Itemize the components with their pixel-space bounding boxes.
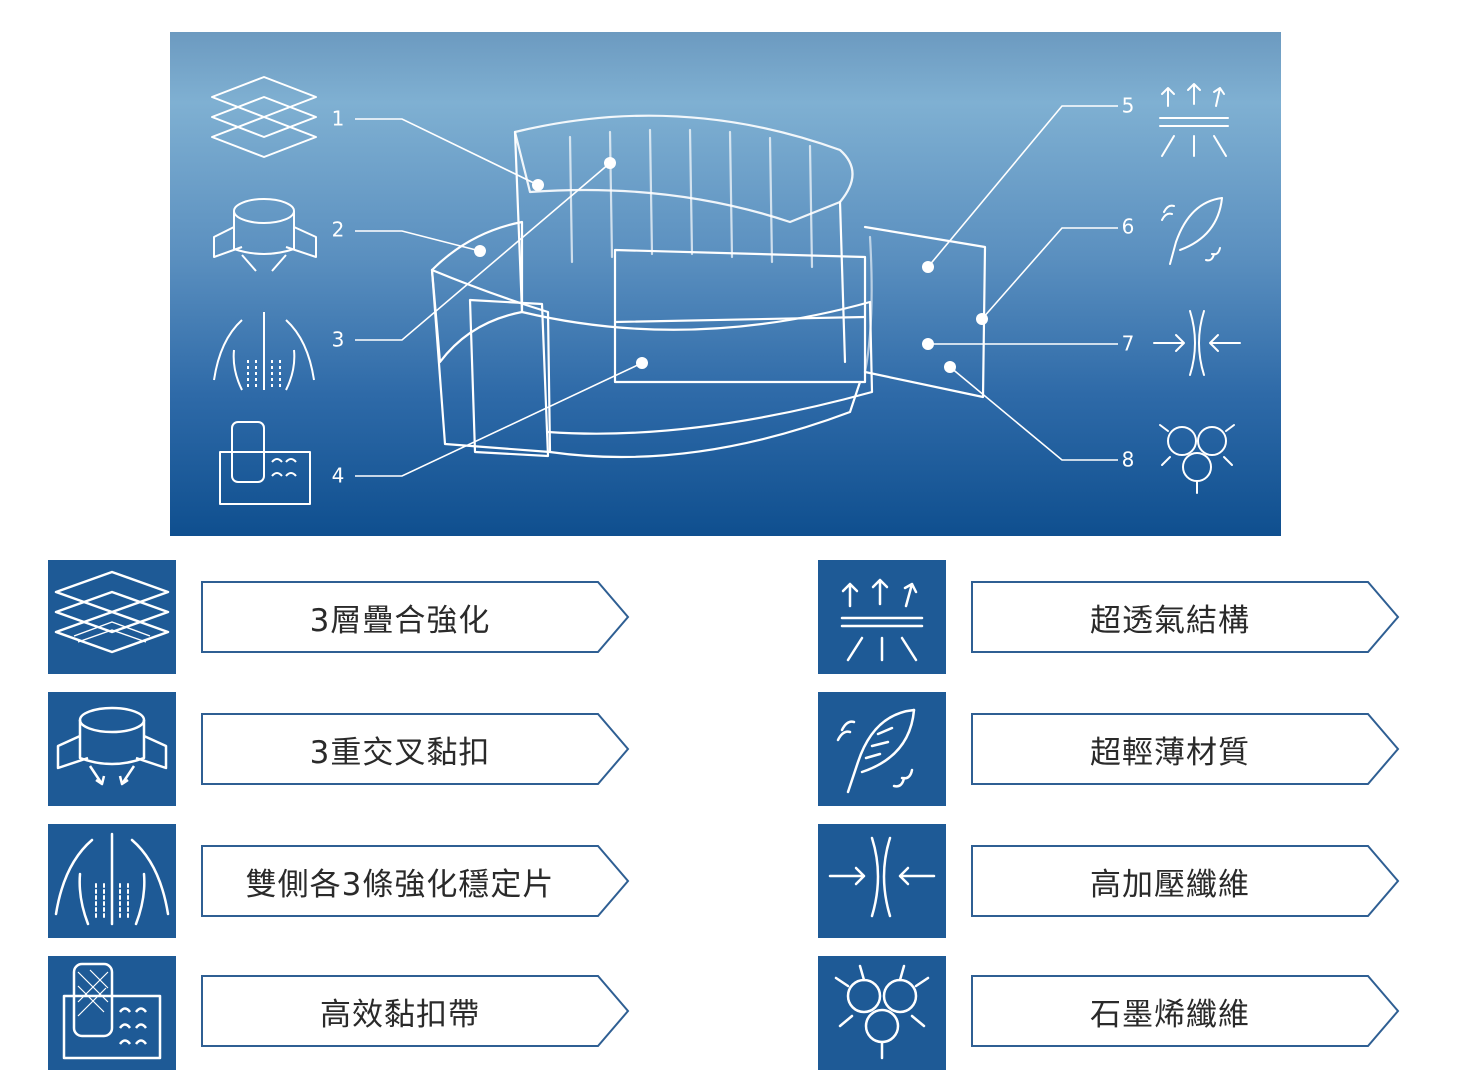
velcro-icon (48, 956, 176, 1070)
feature-text: 3層疊合強化 (309, 602, 491, 639)
feature-text: 高效黏扣帶 (320, 996, 480, 1033)
callout-number: 8 (1122, 448, 1135, 472)
breathable-icon (1159, 83, 1229, 157)
breathable-icon (818, 560, 946, 674)
feature-label-5: 超透氣結構 (970, 580, 1400, 654)
feature-label-8: 石墨烯纖維 (970, 974, 1400, 1048)
graphene-icon (818, 956, 946, 1070)
callout-number: 5 (1122, 94, 1135, 118)
callout-number: 1 (332, 107, 345, 131)
velcro-icon (219, 421, 311, 505)
feature-text: 3重交叉黏扣 (309, 734, 491, 771)
layers-icon (48, 560, 176, 674)
feature-text: 高加壓纖維 (1090, 866, 1250, 903)
callout-number: 2 (332, 218, 345, 242)
layers-icon (211, 76, 317, 158)
feature-label-4: 高效黏扣帶 (200, 974, 630, 1048)
feature-label-6: 超輕薄材質 (970, 712, 1400, 786)
callout-number: 7 (1122, 332, 1135, 356)
belt-diagram: 1 2 3 4 5 6 7 8 (170, 32, 1281, 536)
belt-illustration (430, 114, 987, 459)
feather-icon (818, 692, 946, 806)
feature-label-1: 3層疊合強化 (200, 580, 630, 654)
callout-number: 3 (332, 328, 345, 352)
feature-label-7: 高加壓纖維 (970, 844, 1400, 918)
feature-label-3: 雙側各3條強化穩定片 (200, 844, 630, 918)
graphene-icon (1159, 424, 1235, 494)
callout-number: 6 (1122, 215, 1135, 239)
back-stays-icon (213, 312, 315, 391)
callout-number: 4 (332, 464, 345, 488)
feature-label-2: 3重交叉黏扣 (200, 712, 630, 786)
back-stays-icon (48, 824, 176, 938)
cross-strap-icon (48, 692, 176, 806)
leader-lines (355, 105, 1118, 477)
compression-icon (1153, 310, 1241, 376)
feature-text: 雙側各3條強化穩定片 (245, 866, 555, 903)
feather-icon (1161, 197, 1223, 265)
compression-icon (818, 824, 946, 938)
feature-text: 超透氣結構 (1090, 602, 1250, 639)
feature-text: 超輕薄材質 (1090, 734, 1250, 771)
feature-text: 石墨烯纖維 (1090, 996, 1250, 1033)
cross-strap-icon (213, 198, 317, 272)
